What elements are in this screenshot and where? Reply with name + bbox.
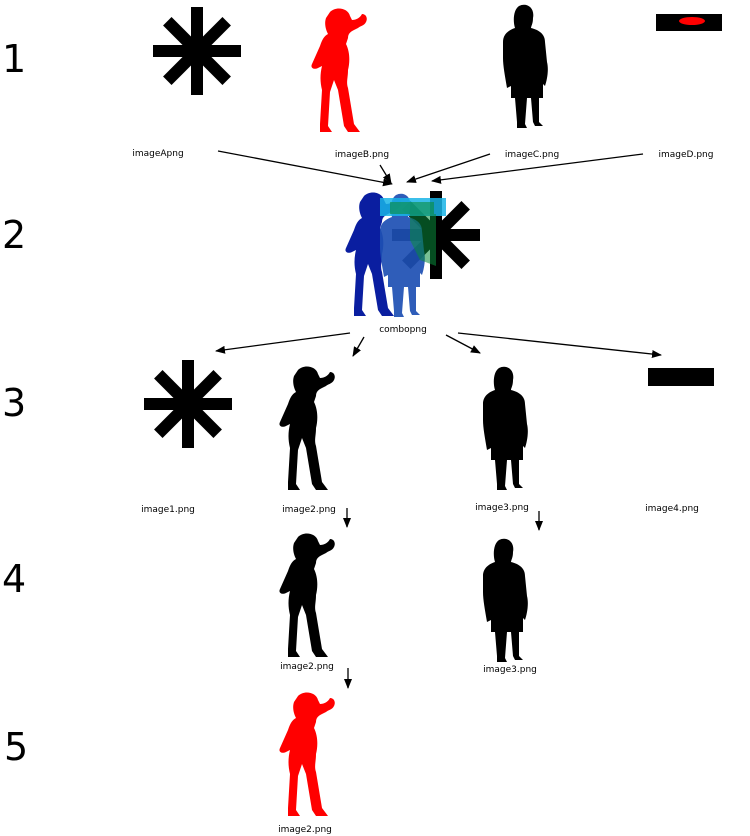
caption-image-2: image2.png bbox=[282, 505, 336, 515]
coat-man-image-3 bbox=[483, 366, 528, 490]
step-number-4: 4 bbox=[2, 557, 27, 601]
arrow-combo-to-1 bbox=[215, 332, 351, 354]
coat-man-image-c bbox=[503, 4, 548, 129]
step-number-2: 2 bbox=[2, 213, 27, 257]
caption-image-2-step5: image2.png bbox=[278, 825, 332, 835]
caption-image-4: image4.png bbox=[645, 504, 699, 514]
bar-image-4 bbox=[648, 368, 714, 386]
singer-image-2-step5 bbox=[279, 692, 335, 816]
caption-combo: combopng bbox=[379, 325, 427, 335]
caption-image-1: image1.png bbox=[141, 505, 195, 515]
singer-image-b bbox=[311, 8, 367, 132]
caption-image-c: imageC.png bbox=[504, 150, 560, 160]
arrow-d-to-combo bbox=[431, 153, 644, 184]
asterisk-image-a bbox=[153, 7, 241, 95]
singer-image-2-step4 bbox=[279, 533, 335, 657]
arrow-combo-to-2 bbox=[352, 336, 365, 357]
combo-composite-image bbox=[345, 191, 480, 317]
singer-image-2 bbox=[279, 366, 335, 490]
arrow-combo-to-3 bbox=[445, 334, 481, 354]
step-number-5: 5 bbox=[4, 725, 29, 769]
step-number-3: 3 bbox=[2, 381, 27, 425]
arrow-combo-to-4 bbox=[457, 332, 662, 359]
arrow-b-to-combo bbox=[379, 164, 392, 184]
caption-image-b: imageB.png bbox=[334, 150, 390, 160]
asterisk-image-1 bbox=[144, 360, 232, 448]
caption-image-d: imageD.png bbox=[658, 150, 714, 160]
caption-image-a: imageApng bbox=[132, 149, 184, 159]
bar-image-d bbox=[656, 14, 722, 31]
caption-image-3: image3.png bbox=[475, 503, 529, 513]
step-number-1: 1 bbox=[2, 37, 27, 81]
arrow-a-to-combo bbox=[217, 150, 393, 187]
caption-image-3-step4: image3.png bbox=[483, 665, 537, 675]
caption-image-2-step4: image2.png bbox=[280, 662, 334, 672]
arrow-c-to-combo bbox=[406, 153, 491, 183]
coat-man-image-3-step4 bbox=[483, 538, 528, 662]
